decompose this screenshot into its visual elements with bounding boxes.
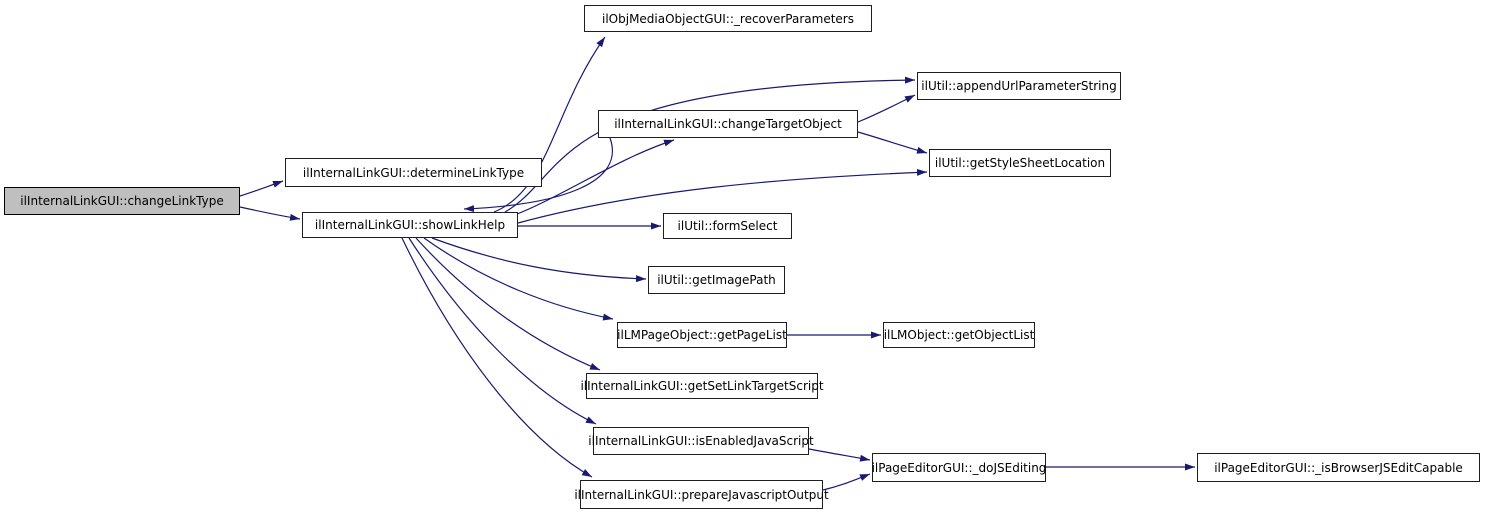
edge-showLinkHelp-appendUrlParameterString [504,76,916,213]
node-getStyleSheetLocation[interactable]: ilUtil::getStyleSheetLocation [929,149,1111,177]
node-prepareJavascriptOutput[interactable]: ilInternalLinkGUI::prepareJavascriptOutp… [574,480,829,509]
edge-showLinkHelp-changeTargetObject [511,139,675,217]
node-getImagePath[interactable]: ilUtil::getImagePath [648,266,785,294]
node-getPageList[interactable]: ilLMPageObject::getPageList [617,322,787,348]
edge-showLinkHelp-getStyleSheetLocation [517,168,928,224]
edge-showLinkHelp-getSetLinkTargetScript [415,237,601,371]
edge-isEnabledJavaScript-doJSEditing [808,448,871,462]
edge-changeTargetObject-showLinkHelp [463,137,613,213]
node-getObjectList[interactable]: ilLMObject::getObjectList [883,322,1035,348]
node-appendUrlParameterString[interactable]: ilUtil::appendUrlParameterString [917,72,1121,100]
node-changeTargetObject[interactable]: ilInternalLinkGUI::changeTargetObject [598,110,858,138]
node-isBrowserJSEditCapable[interactable]: ilPageEditorGUI::_isBrowserJSEditCapable [1197,453,1480,482]
edge-changeTargetObject-appendUrlParameterString [857,94,916,123]
edge-prepareJavascriptOutput-doJSEditing [822,473,871,491]
edge-showLinkHelp-recoverParameters [493,36,606,213]
edge-changeLinkType-showLinkHelp [239,206,301,221]
edge-showLinkHelp-isEnabledJavaScript [408,237,597,425]
edge-changeTargetObject-getStyleSheetLocation [857,131,928,154]
node-showLinkHelp[interactable]: ilInternalLinkGUI::showLinkHelp [302,212,518,238]
node-changeLinkType[interactable]: ilInternalLinkGUI::changeLinkType [4,187,240,215]
edge-changeLinkType-determineLinkType [239,180,284,197]
node-recoverParameters[interactable]: ilObjMediaObjectGUI::_recoverParameters [584,5,872,32]
node-determineLinkType[interactable]: ilInternalLinkGUI::determineLinkType [285,158,542,187]
edge-showLinkHelp-getImagePath [431,237,647,283]
node-formSelect[interactable]: ilUtil::formSelect [663,213,792,239]
node-isEnabledJavaScript[interactable]: ilInternalLinkGUI::isEnabledJavaScript [588,427,814,455]
edge-showLinkHelp-getPageList [423,237,614,321]
node-getSetLinkTargetScript[interactable]: ilInternalLinkGUI::getSetLinkTargetScrip… [580,373,824,399]
node-doJSEditing[interactable]: ilPageEditorGUI::_doJSEditing [872,453,1046,482]
edge-showLinkHelp-prepareJavascriptOutput [401,237,593,478]
